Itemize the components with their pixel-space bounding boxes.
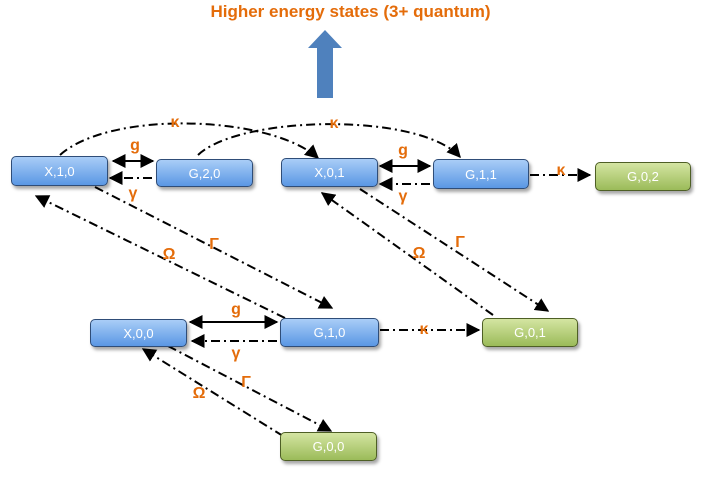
state-x10: X,1,0: [11, 156, 108, 186]
state-g00: G,0,0: [280, 432, 377, 461]
label-kappa-mid: κ: [419, 321, 429, 338]
state-x00: X,0,0: [90, 319, 187, 347]
state-g02: G,0,2: [595, 162, 691, 191]
omega-arrow-right: [320, 192, 494, 316]
label-omega-left: Ω: [162, 246, 176, 263]
kappa-arc-left: [59, 122, 320, 159]
label-gamma-mid: γ: [231, 345, 241, 362]
omega-arrow-left: [34, 195, 286, 319]
Gamma-arrow-right: [359, 188, 550, 312]
state-g11: G,1,1: [433, 159, 529, 189]
state-g01: G,0,1: [482, 318, 578, 347]
kappa-arc-right: [197, 123, 461, 159]
label-omega-right: Ω: [412, 245, 426, 262]
state-g10: G,1,0: [280, 318, 379, 347]
label-omega-bottom: Ω: [192, 385, 206, 402]
label-Gamma-right: Γ: [455, 234, 465, 251]
Gamma-arrow-bottom: [167, 345, 333, 432]
label-g-top-left: g: [130, 137, 140, 154]
label-gamma-top-right: γ: [398, 188, 408, 205]
label-g-mid: g: [231, 301, 241, 318]
label-kappa-top-left: κ: [170, 114, 180, 131]
label-kappa-top-right: κ: [329, 115, 339, 132]
diagram-title: Higher energy states (3+ quantum): [210, 2, 491, 21]
state-g20: G,2,0: [156, 159, 253, 187]
state-x01: X,0,1: [281, 158, 378, 187]
label-Gamma-left: Γ: [209, 236, 219, 253]
up-arrow-icon: [308, 30, 342, 98]
label-kappa-g11-g02: κ: [556, 162, 566, 179]
label-g-top-right: g: [398, 142, 408, 159]
label-gamma-top-left: γ: [128, 185, 138, 202]
Gamma-arrow-left: [94, 186, 334, 309]
omega-arrow-bottom: [141, 348, 284, 437]
label-Gamma-bottom: Γ: [241, 374, 251, 391]
